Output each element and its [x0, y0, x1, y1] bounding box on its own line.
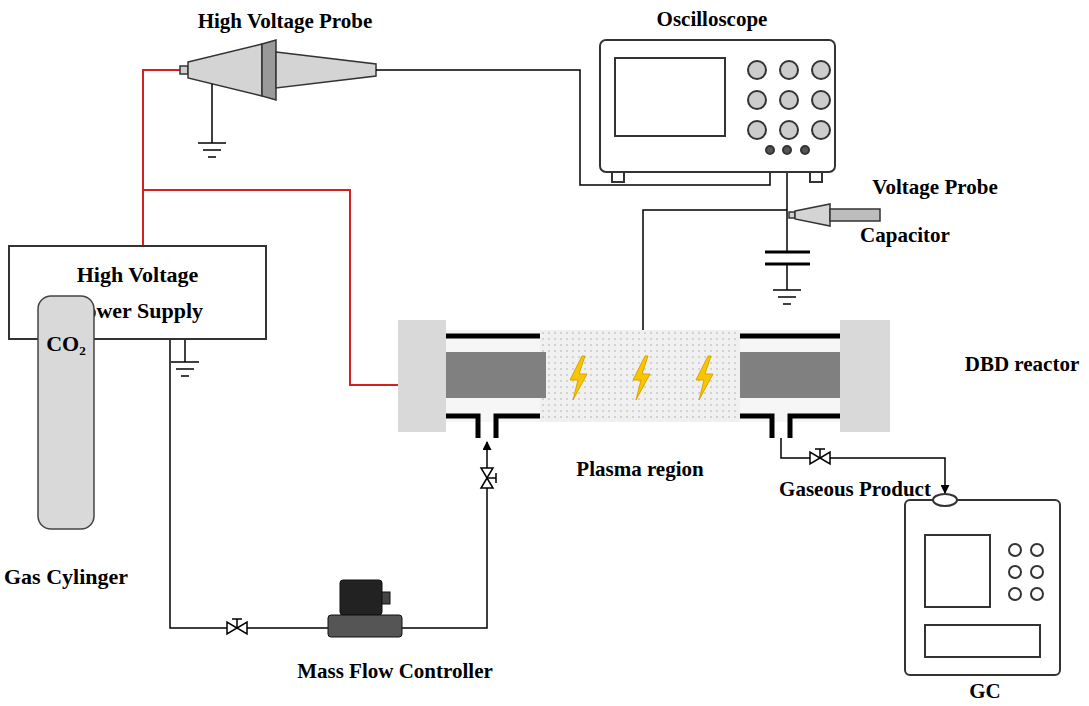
ground-symbol: [171, 340, 199, 376]
gc-instrument-symbol: [905, 494, 1060, 675]
part-label: GC: [969, 679, 1001, 704]
part-label: Voltage Probe: [872, 175, 997, 200]
cylinder-outline: [37, 295, 95, 530]
capacitor-symbol: [765, 252, 810, 304]
part-label: Capacitor: [860, 223, 950, 248]
part-label: Gaseous Product: [779, 477, 931, 502]
node-heading: Gas Cylinger: [4, 564, 128, 590]
part-label: Plasma region: [576, 457, 703, 482]
valve-symbol: [227, 449, 830, 634]
part-label: Mass Flow Controller: [297, 659, 493, 684]
hv-probe-symbol: [180, 40, 376, 157]
part-label: Oscilloscope: [657, 7, 768, 32]
gas-cylinder: CO₂Gas Cylinger: [37, 295, 95, 530]
mass-flow-controller-symbol: [328, 580, 402, 637]
part-label: DBD reactor: [965, 352, 1080, 377]
node-text: CO₂: [46, 331, 86, 357]
oscilloscope-symbol: [600, 40, 835, 182]
dbd-reactor-symbol: [398, 320, 890, 438]
part-label: High Voltage Probe: [198, 9, 373, 34]
voltage-probe-symbol: [789, 204, 880, 226]
